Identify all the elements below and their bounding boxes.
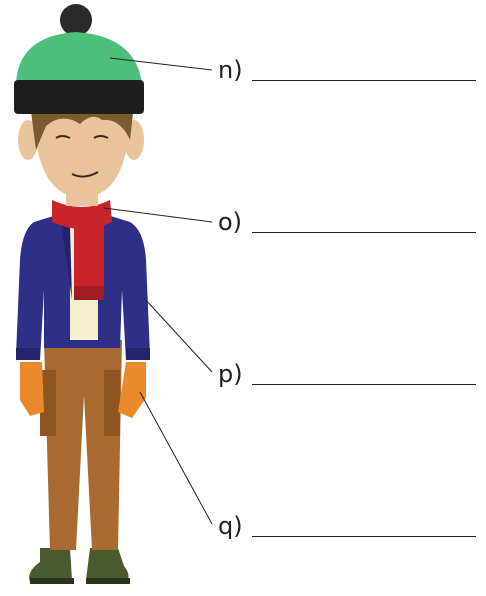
head [18, 104, 144, 198]
hat [14, 4, 144, 114]
label-q: q) [218, 512, 243, 540]
gloves [20, 362, 146, 418]
answer-line-n[interactable] [252, 80, 476, 81]
leader-lines [103, 57, 213, 525]
answer-line-o[interactable] [252, 232, 476, 233]
label-o: o) [218, 208, 243, 236]
label-n: n) [218, 56, 243, 84]
scarf [52, 200, 112, 300]
pompom [60, 4, 92, 36]
boots [29, 548, 130, 584]
leader-line-gloves [139, 391, 213, 525]
label-p: p) [218, 360, 243, 388]
leader-line-scarf [103, 207, 213, 223]
answer-line-p[interactable] [252, 384, 476, 385]
leader-line-hat [109, 57, 213, 71]
answer-line-q[interactable] [252, 536, 476, 537]
trousers [40, 340, 122, 550]
leader-line-jacket [143, 297, 213, 373]
